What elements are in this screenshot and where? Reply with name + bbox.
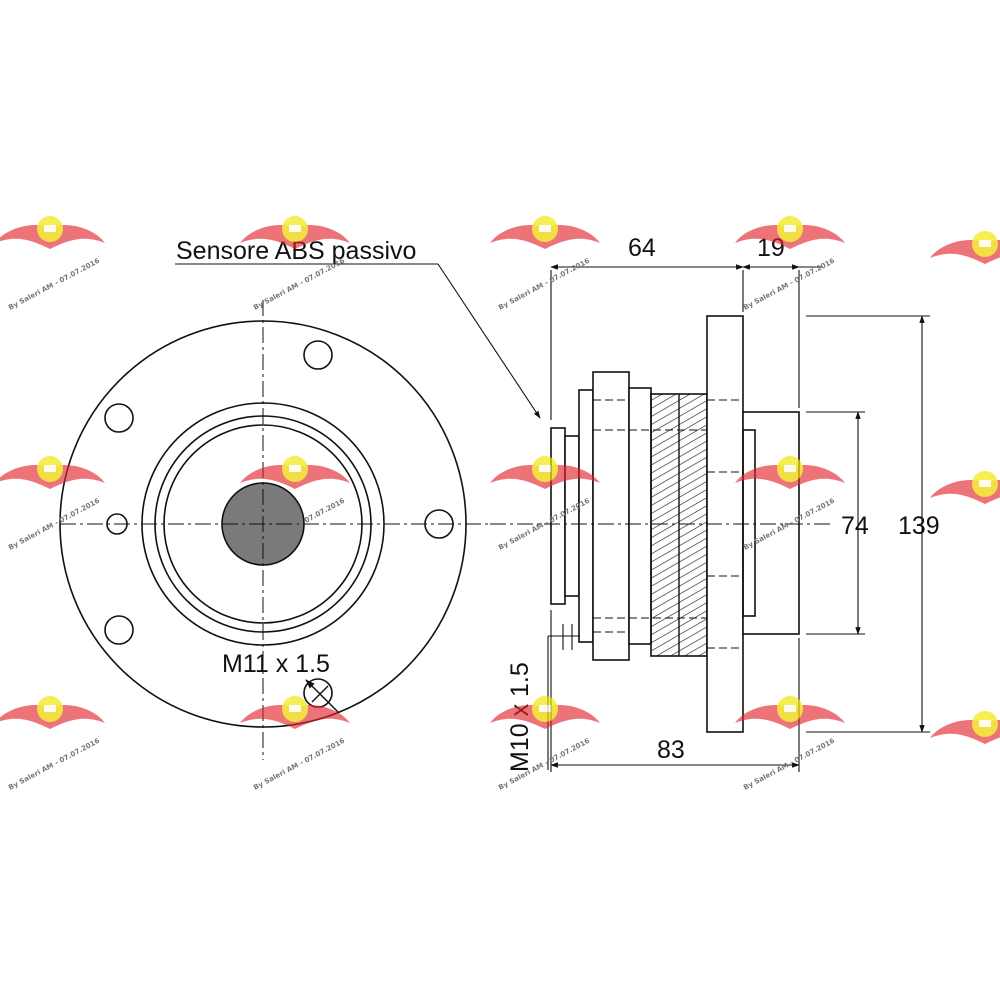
pilot-step xyxy=(742,429,756,617)
abs-sensor-leader xyxy=(437,263,541,419)
watermark-text: By Saleri AM - 07.07.2016 xyxy=(7,257,101,312)
bearing-outer-ring xyxy=(592,371,630,661)
watermark-text: By Saleri AM - 07.07.2016 xyxy=(7,737,101,792)
dim-label-64: 64 xyxy=(628,234,656,262)
dimension-lines xyxy=(175,263,930,772)
dim-label-139: 139 xyxy=(898,512,940,540)
watermark-text: By Saleri AM - 07.07.2016 xyxy=(252,737,346,792)
side-view xyxy=(550,315,800,733)
front-view-centerlines xyxy=(60,300,490,760)
bolt-hole xyxy=(303,340,333,370)
side-view-hidden-lines xyxy=(593,399,743,649)
dim-label-83: 83 xyxy=(657,736,685,764)
watermark-text: By Saleri AM - 07.07.2016 xyxy=(252,257,346,312)
bolt-hole xyxy=(104,403,134,433)
bearing-race xyxy=(578,389,594,643)
bolt-hole xyxy=(104,615,134,645)
watermark-text: By Saleri AM - 07.07.2016 xyxy=(742,257,836,312)
pilot-hub xyxy=(742,411,800,635)
watermark-text: By Saleri AM - 07.07.2016 xyxy=(497,257,591,312)
watermark-text: By Saleri AM - 07.07.2016 xyxy=(742,737,836,792)
bolt-hole xyxy=(303,678,333,708)
bolt-thread-label: M11 x 1.5 xyxy=(222,650,330,678)
bearing-housing xyxy=(628,387,652,645)
dim-label-74: 74 xyxy=(841,512,869,540)
bolt-thread-callout xyxy=(305,679,339,713)
